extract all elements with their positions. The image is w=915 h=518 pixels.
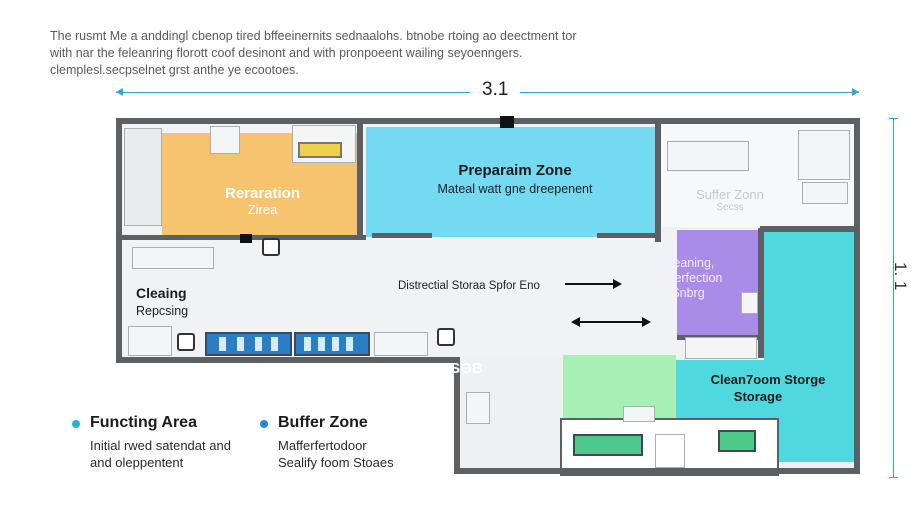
window-panel [573,434,643,456]
preparation-zone [366,127,656,237]
preparation-zone-label: Preparaim Zone Mateal watt gne dreepenen… [400,162,630,196]
wall [500,116,514,128]
legend-dot-icon [72,420,80,428]
room-line: Disierfection [653,271,723,285]
room-subtitle: Repcsing [136,304,189,318]
wall [116,118,860,124]
chair-icon [177,333,195,351]
equipment-unit [798,130,850,180]
corridor-label: Distrectial Storaa Spfor Eno [398,280,540,292]
legend-desc: Mafferfertodoor Sealify foom Stoaes [278,437,394,471]
cabinet [374,332,428,356]
cleanroom-storage [764,232,856,462]
reparation-label: Reraration Zirea [190,185,335,217]
door-frame [655,434,685,468]
arrow-right-icon [852,88,859,96]
chair-icon [437,328,455,346]
desk [132,247,214,269]
wall [116,357,460,363]
legend-desc-line: Mafferfertodoor [278,438,367,453]
intro-line: with nar the feleanring florott coof des… [50,46,523,60]
wall [758,228,764,358]
flow-arrow-icon [565,279,622,289]
cabinet [128,326,172,356]
dimension-tick [889,118,898,119]
window-panel [718,430,756,452]
monitor-panel [205,332,292,356]
sink [685,337,757,359]
room-title: Reraration [224,185,301,202]
doorway-label: ISGB [446,360,483,377]
wall [760,226,856,232]
intro-text: The rusmt Me a anddingl cbenop tired bff… [50,28,690,79]
arrow-left-icon [116,88,123,96]
equipment-unit [466,392,490,424]
legend-desc-line: and oleppentent [90,455,184,470]
intro-line: The rusmt Me a anddingl cbenop tired bff… [50,29,577,43]
wall [372,233,432,238]
legend-dot-icon [260,420,268,428]
cleanroom-label: Clean7oom Storge Storage [688,372,848,404]
cabinet [623,406,655,422]
cabinet [210,126,240,154]
chair-icon [262,238,280,256]
bidirectional-arrow-icon [571,317,651,327]
equipment-unit [802,182,848,204]
wall [854,118,860,474]
wall [357,122,363,240]
dimension-label-top: 3.1 [470,79,521,101]
cleaning-label: Cleaing Repcsing [136,285,188,318]
room-line: Cleaning, [661,256,715,270]
dimension-line-right [889,118,898,478]
room-subtitle: Mateal watt gne dreepenent [437,182,593,196]
cabinet [124,128,162,226]
room-title: Clean7oom Storge [710,372,826,387]
workbench [667,141,749,171]
cleaning-disinfection-label: Cleaning, Disierfection Snbrg [638,256,738,301]
wall [454,468,860,474]
monitor-panel [294,332,370,356]
room-subtitle: Zirea [247,202,278,217]
legend-title: Functing Area [90,414,197,431]
dimension-tick [889,477,898,478]
wall [655,122,661,242]
room-title: Suffer Zonn [696,187,764,202]
monitor [298,142,342,158]
buffer-zone-label: Suffer Zonn Secss [670,187,790,213]
cleaning-disinfection-room [677,230,759,338]
equipment-unit [741,292,758,314]
room-subtitle: Secss [716,202,744,213]
legend-title: Buffer Zone [278,414,368,431]
room-title: Cleaing [136,285,187,301]
legend-desc-line: Sealify foom Stoaes [278,455,394,470]
wall [597,233,657,238]
wall [454,357,460,473]
wall [240,234,252,243]
wall [116,118,122,362]
legend-desc: Initial rwed satendat and and oleppenten… [90,437,231,471]
room-line: Snbrg [671,286,705,300]
room-title: Preparaim Zone [458,162,572,179]
legend-desc-line: Initial rwed satendat and [90,438,231,453]
room-subtitle: Storage [733,389,783,404]
intro-line: clemplesl.secpselnet grst anthe ye ecoot… [50,63,299,77]
